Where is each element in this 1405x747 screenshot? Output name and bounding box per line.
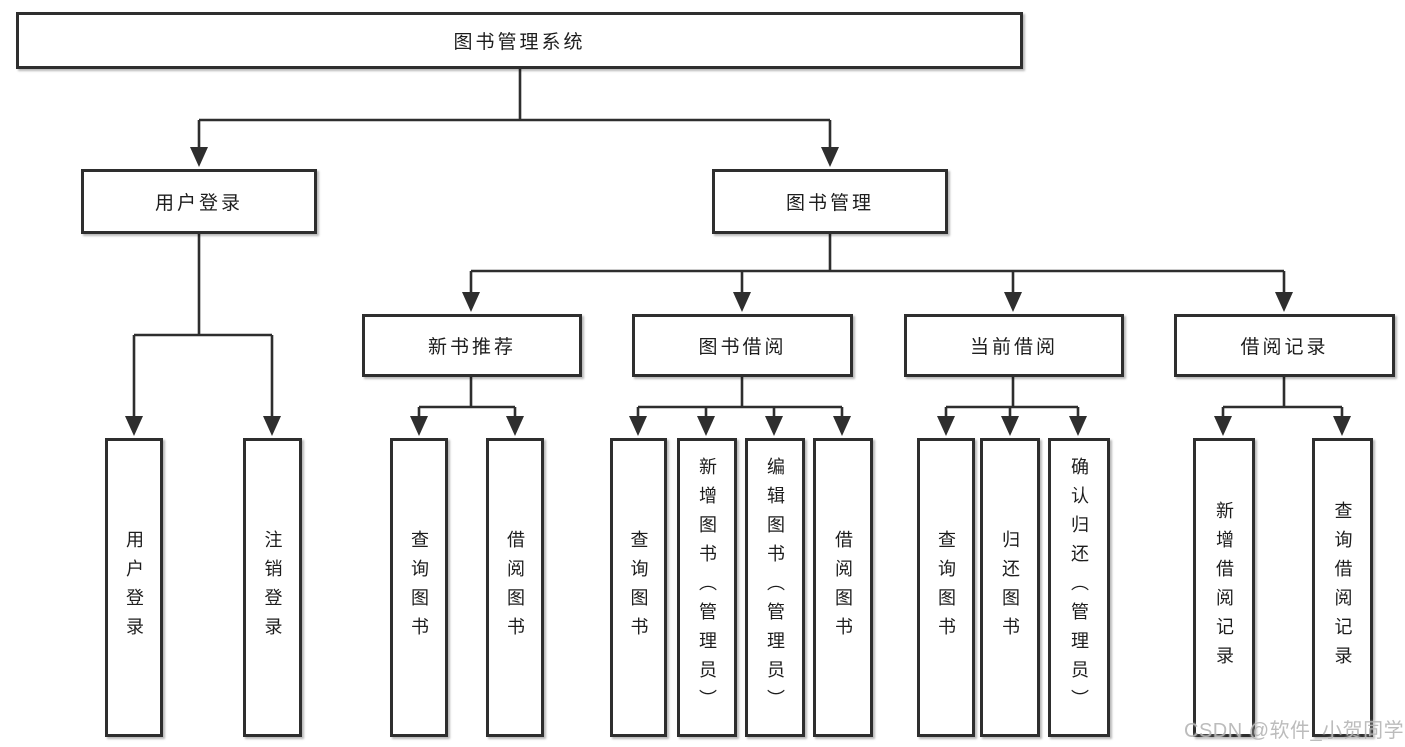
node-user-login: 用户登录: [81, 169, 317, 234]
node-user-login-label: 用户登录: [154, 193, 243, 214]
leaf-add-books-admin-label: 新增图书（管理员）: [697, 457, 717, 718]
node-borrow-record: 借阅记录: [1174, 314, 1395, 377]
leaf-confirm-return-admin: 确认归还（管理员）: [1048, 438, 1110, 737]
node-book-borrow: 图书借阅: [632, 314, 853, 377]
leaf-edit-books-admin: 编辑图书（管理员）: [745, 438, 805, 737]
leaf-borrow-books-recommend-label: 借阅图书: [505, 529, 525, 646]
leaf-add-borrow-record-label: 新增借阅记录: [1214, 500, 1234, 675]
leaf-query-books-borrow: 查询图书: [610, 438, 667, 737]
leaf-user-login-label: 用户登录: [124, 529, 144, 646]
watermark: CSDN @软件_小贺同学: [1184, 720, 1405, 742]
leaf-edit-books-admin-label: 编辑图书（管理员）: [765, 457, 785, 718]
leaf-return-books: 归还图书: [980, 438, 1040, 737]
leaf-logout-label: 注销登录: [262, 529, 283, 646]
node-new-book-recommend-label: 新书推荐: [427, 337, 516, 358]
leaf-query-books-recommend: 查询图书: [390, 438, 448, 737]
leaf-query-books-current-label: 查询图书: [936, 529, 956, 646]
leaf-borrow-books-label: 借阅图书: [833, 529, 853, 646]
leaf-user-login: 用户登录: [105, 438, 163, 737]
leaf-query-borrow-record-label: 查询借阅记录: [1332, 500, 1353, 675]
leaf-add-books-admin: 新增图书（管理员）: [677, 438, 737, 737]
leaf-borrow-books-recommend: 借阅图书: [486, 438, 544, 737]
node-book-management-label: 图书管理: [785, 193, 874, 214]
node-root-label: 图书管理系统: [453, 32, 586, 53]
leaf-return-books-label: 归还图书: [1000, 529, 1020, 646]
leaf-query-books-current: 查询图书: [917, 438, 975, 737]
node-library-management-system: 图书管理系统: [16, 12, 1023, 69]
leaf-query-books-recommend-label: 查询图书: [409, 529, 429, 646]
node-current-borrow-label: 当前借阅: [969, 337, 1058, 358]
node-borrow-record-label: 借阅记录: [1240, 337, 1329, 358]
node-new-book-recommend: 新书推荐: [362, 314, 582, 377]
arrowheads: [125, 147, 1351, 436]
leaf-confirm-return-admin-label: 确认归还（管理员）: [1069, 457, 1089, 718]
node-book-borrow-label: 图书借阅: [698, 337, 787, 358]
leaf-logout: 注销登录: [243, 438, 302, 737]
leaf-query-books-borrow-label: 查询图书: [628, 529, 649, 646]
node-current-borrow: 当前借阅: [904, 314, 1124, 377]
leaf-borrow-books: 借阅图书: [813, 438, 873, 737]
leaf-query-borrow-record: 查询借阅记录: [1312, 438, 1373, 737]
leaf-add-borrow-record: 新增借阅记录: [1193, 438, 1255, 737]
node-book-management: 图书管理: [712, 169, 948, 234]
